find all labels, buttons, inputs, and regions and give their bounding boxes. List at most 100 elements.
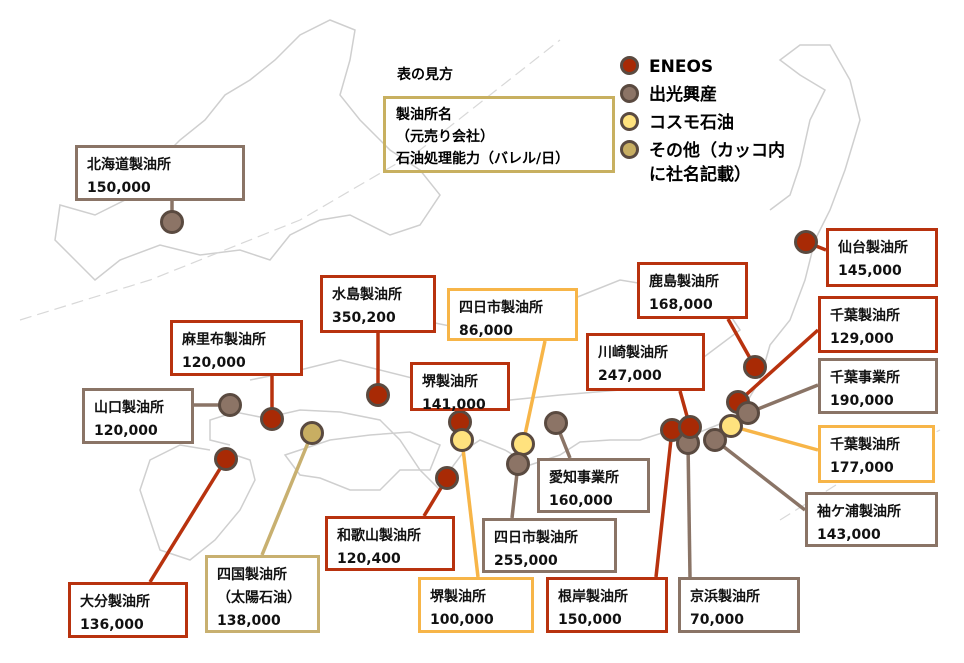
legend-item-cosmo: コスモ石油	[620, 111, 785, 135]
refinery-capacity: 150,000	[558, 612, 622, 628]
legend-label: 出光興産	[649, 85, 717, 105]
refinery-marker-kawasaki[interactable]	[678, 415, 702, 439]
refinery-operator: （太陽石油）	[217, 590, 301, 606]
legend-example-name: 製油所名	[396, 107, 452, 123]
refinery-name: 千葉製油所	[830, 437, 900, 453]
refinery-label-chiba-eneos: 千葉製油所 129,000	[818, 296, 938, 353]
refinery-name: 千葉製油所	[830, 308, 900, 324]
legend-label: コスモ石油	[649, 113, 734, 133]
refinery-marker-chiba-idemitsu[interactable]	[736, 401, 760, 425]
refinery-marker-yamaguchi[interactable]	[218, 393, 242, 417]
refinery-label-wakayama: 和歌山製油所 120,400	[325, 516, 455, 571]
refinery-name: 山口製油所	[94, 400, 164, 416]
legend-example-box: 製油所名 （元売り会社） 石油処理能力（バレル/日）	[383, 96, 615, 173]
refinery-label-yokkaichi-cosmo: 四日市製油所 86,000	[447, 288, 578, 341]
refinery-name: 千葉事業所	[830, 370, 900, 386]
refinery-name: 和歌山製油所	[337, 528, 421, 544]
refinery-marker-mizushima[interactable]	[366, 383, 390, 407]
refinery-capacity: 168,000	[649, 297, 713, 313]
leader-line-shikoku	[260, 432, 314, 556]
refinery-name: 川崎製油所	[598, 345, 668, 361]
refinery-marker-aichi[interactable]	[544, 411, 568, 435]
refinery-capacity: 145,000	[838, 263, 902, 279]
refinery-capacity: 120,000	[182, 355, 246, 371]
refinery-marker-shikoku[interactable]	[300, 421, 324, 445]
refinery-name: 袖ケ浦製油所	[817, 504, 901, 520]
refinery-name: 四日市製油所	[494, 530, 578, 546]
legend-label: ENEOS	[649, 57, 714, 77]
refinery-name: 麻里布製油所	[182, 332, 266, 348]
legend-item-idemitsu: 出光興産	[620, 83, 785, 107]
refinery-marker-oita[interactable]	[214, 447, 238, 471]
refinery-label-negishi: 根岸製油所 150,000	[546, 577, 668, 633]
refinery-capacity: 160,000	[549, 493, 613, 509]
refinery-label-mizushima: 水島製油所 350,200	[320, 275, 436, 333]
refinery-label-hokkaido: 北海道製油所 150,000	[75, 145, 245, 201]
refinery-marker-hokkaido[interactable]	[160, 210, 184, 234]
company-legend: ENEOS 出光興産 コスモ石油 その他（カッコ内に社名記載）	[620, 55, 785, 191]
refinery-marker-yokkaichi-cosmo[interactable]	[511, 432, 535, 456]
leader-line-chiba-cosmo	[730, 424, 819, 452]
idemitsu-swatch-icon	[620, 84, 639, 103]
refinery-capacity: 138,000	[217, 613, 281, 629]
legend-example-capacity: 石油処理能力（バレル/日）	[396, 151, 570, 167]
refinery-name: 京浜製油所	[690, 589, 760, 605]
refinery-capacity: 120,000	[94, 423, 158, 439]
refinery-name: 北海道製油所	[87, 157, 171, 173]
refinery-marker-sodegaura[interactable]	[703, 428, 727, 452]
refinery-capacity: 247,000	[598, 368, 662, 384]
refinery-capacity: 86,000	[459, 323, 514, 339]
refinery-marker-wakayama[interactable]	[435, 466, 459, 490]
refinery-label-chiba-idemitsu: 千葉事業所 190,000	[818, 358, 938, 414]
refinery-capacity: 100,000	[430, 612, 494, 628]
refinery-label-marifu: 麻里布製油所 120,000	[170, 320, 303, 376]
legend-title: 表の見方	[397, 67, 453, 83]
refinery-label-keihin: 京浜製油所 70,000	[678, 577, 800, 633]
leader-line-oita	[148, 458, 228, 583]
refinery-label-shikoku: 四国製油所（太陽石油）138,000	[205, 555, 320, 633]
refinery-capacity: 150,000	[87, 180, 151, 196]
refinery-label-chiba-cosmo: 千葉製油所 177,000	[818, 425, 935, 483]
refinery-markers	[160, 210, 818, 490]
refinery-name: 鹿島製油所	[649, 274, 719, 290]
refinery-name: 仙台製油所	[838, 240, 908, 256]
leader-line-yokkaichi-cosmo	[521, 340, 547, 445]
legend-label-line: その他（カッコ内	[649, 141, 785, 161]
refinery-name: 水島製油所	[332, 287, 402, 303]
refinery-name: 大分製油所	[80, 594, 150, 610]
refinery-capacity: 120,400	[337, 551, 401, 567]
refinery-name: 四日市製油所	[459, 300, 543, 316]
refinery-marker-chiba-cosmo[interactable]	[719, 414, 743, 438]
refinery-label-kawasaki: 川崎製油所 247,000	[586, 333, 705, 391]
refinery-label-sendai: 仙台製油所 145,000	[826, 228, 938, 287]
legend-item-eneos: ENEOS	[620, 55, 785, 79]
refinery-capacity: 70,000	[690, 612, 745, 628]
refinery-name: 根岸製油所	[558, 589, 628, 605]
refinery-marker-yokkaichi-idemitsu[interactable]	[506, 452, 530, 476]
refinery-marker-marifu[interactable]	[260, 407, 284, 431]
leader-line-sodegaura	[713, 438, 807, 512]
refinery-marker-sendai[interactable]	[794, 230, 818, 254]
other-swatch-icon	[620, 140, 639, 159]
leader-line-negishi	[654, 429, 674, 578]
refinery-capacity: 177,000	[830, 460, 894, 476]
refinery-capacity: 190,000	[830, 393, 894, 409]
legend-item-other: その他（カッコ内に社名記載）	[620, 139, 785, 187]
refinery-capacity: 129,000	[830, 331, 894, 347]
refinery-marker-kashima[interactable]	[743, 355, 767, 379]
legend-label-line: に社名記載）	[649, 165, 751, 185]
legend-example-company: （元売り会社）	[396, 129, 494, 145]
refinery-marker-sakai-cosmo[interactable]	[450, 428, 474, 452]
refinery-capacity: 143,000	[817, 527, 881, 543]
refinery-label-sodegaura: 袖ケ浦製油所 143,000	[805, 492, 938, 547]
refinery-label-kashima: 鹿島製油所 168,000	[637, 262, 748, 319]
refinery-capacity: 350,200	[332, 310, 396, 326]
leader-line-sakai-cosmo	[460, 439, 480, 578]
leader-line-chiba-idemitsu	[747, 383, 819, 415]
refinery-name: 堺製油所	[430, 589, 486, 605]
refinery-label-sakai-cosmo: 堺製油所 100,000	[418, 577, 534, 633]
